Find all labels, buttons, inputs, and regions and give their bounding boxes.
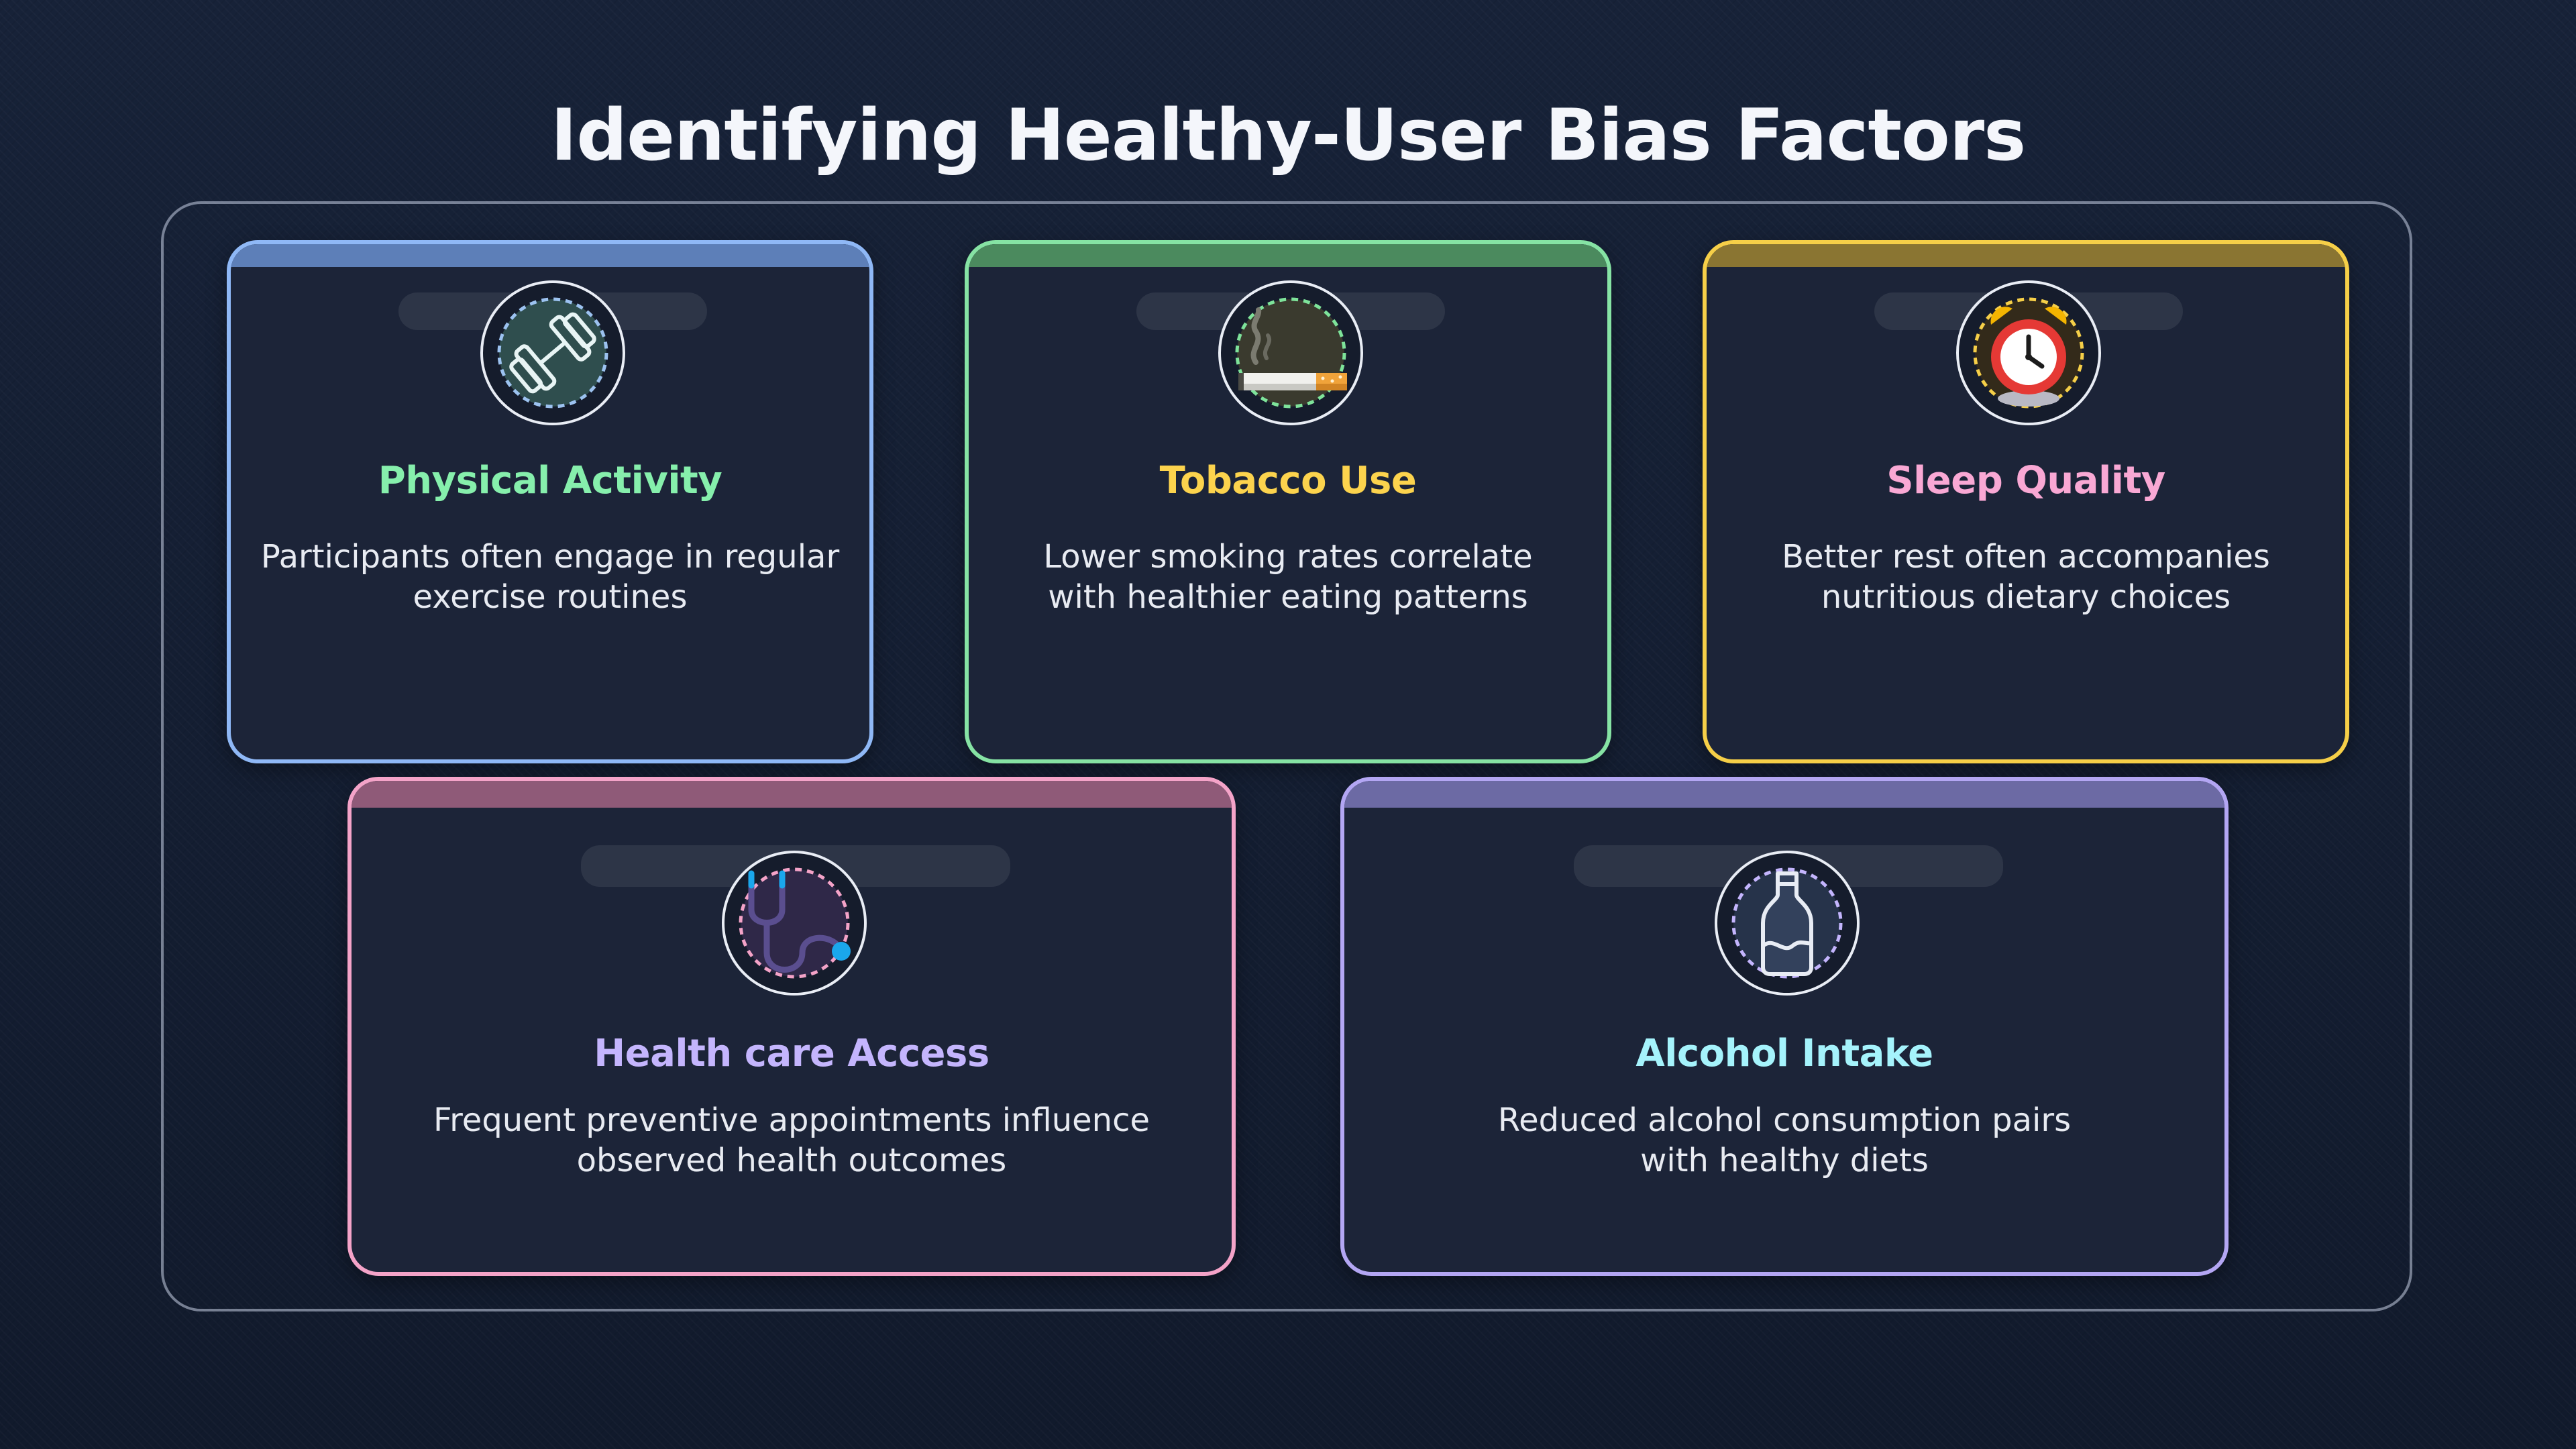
card-description-line: Frequent preventive appointments influen… [433,1102,1150,1139]
card-description-line: with healthy diets [1640,1142,1929,1179]
card-header-bar [352,781,1232,808]
card-title: Tobacco Use [1159,459,1417,502]
card-health-care-access: Health care Access Frequent preventive a… [347,777,1236,1276]
icon-badge [722,851,867,996]
card-description: Lower smoking rates correlate with healt… [996,537,1580,617]
card-title: Alcohol Intake [1635,1032,1933,1075]
cards-frame [161,201,2412,1311]
card-description-line: exercise routines [413,578,688,616]
bottle-icon [1731,867,1843,979]
card-title: Physical Activity [378,459,722,502]
card-title: Health care Access [594,1032,989,1075]
icon-badge [1715,851,1860,996]
card-tobacco-use: Tobacco Use Lower smoking rates correlat… [965,240,1611,763]
card-title: Sleep Quality [1886,459,2165,502]
card-description-line: Better rest often accompanies [1782,538,2270,576]
card-description-line: Reduced alcohol consumption pairs [1497,1102,2072,1139]
card-description: Better rest often accompanies nutritious… [1733,537,2318,617]
dumbbell-icon [497,297,608,409]
card-header-bar [1707,244,2345,267]
icon-badge [1956,280,2101,425]
card-description-line: observed health outcomes [576,1142,1007,1179]
card-description: Reduced alcohol consumption pairs with h… [1371,1100,2198,1181]
cigarette-icon [1235,297,1347,409]
stethoscope-icon [739,867,851,979]
icon-badge [480,280,625,425]
card-description-line: nutritious dietary choices [1821,578,2231,616]
page-title: Identifying Healthy-User Bias Factors [550,94,2026,176]
icon-badge [1218,280,1363,425]
card-physical-activity: Physical Activity Participants often eng… [227,240,873,763]
alarm-clock-icon [1973,297,2084,409]
card-header-bar [969,244,1607,267]
card-description: Participants often engage in regular exe… [258,537,843,617]
card-header-bar [1344,781,2224,808]
card-alcohol-intake: Alcohol Intake Reduced alcohol consumpti… [1340,777,2229,1276]
card-description-line: Participants often engage in regular [260,538,840,576]
card-description-line: with healthier eating patterns [1048,578,1528,616]
card-description: Frequent preventive appointments influen… [378,1100,1205,1181]
card-description-line: Lower smoking rates correlate [1043,538,1533,576]
card-sleep-quality: Sleep Quality Better rest often accompan… [1703,240,2349,763]
card-header-bar [231,244,869,267]
